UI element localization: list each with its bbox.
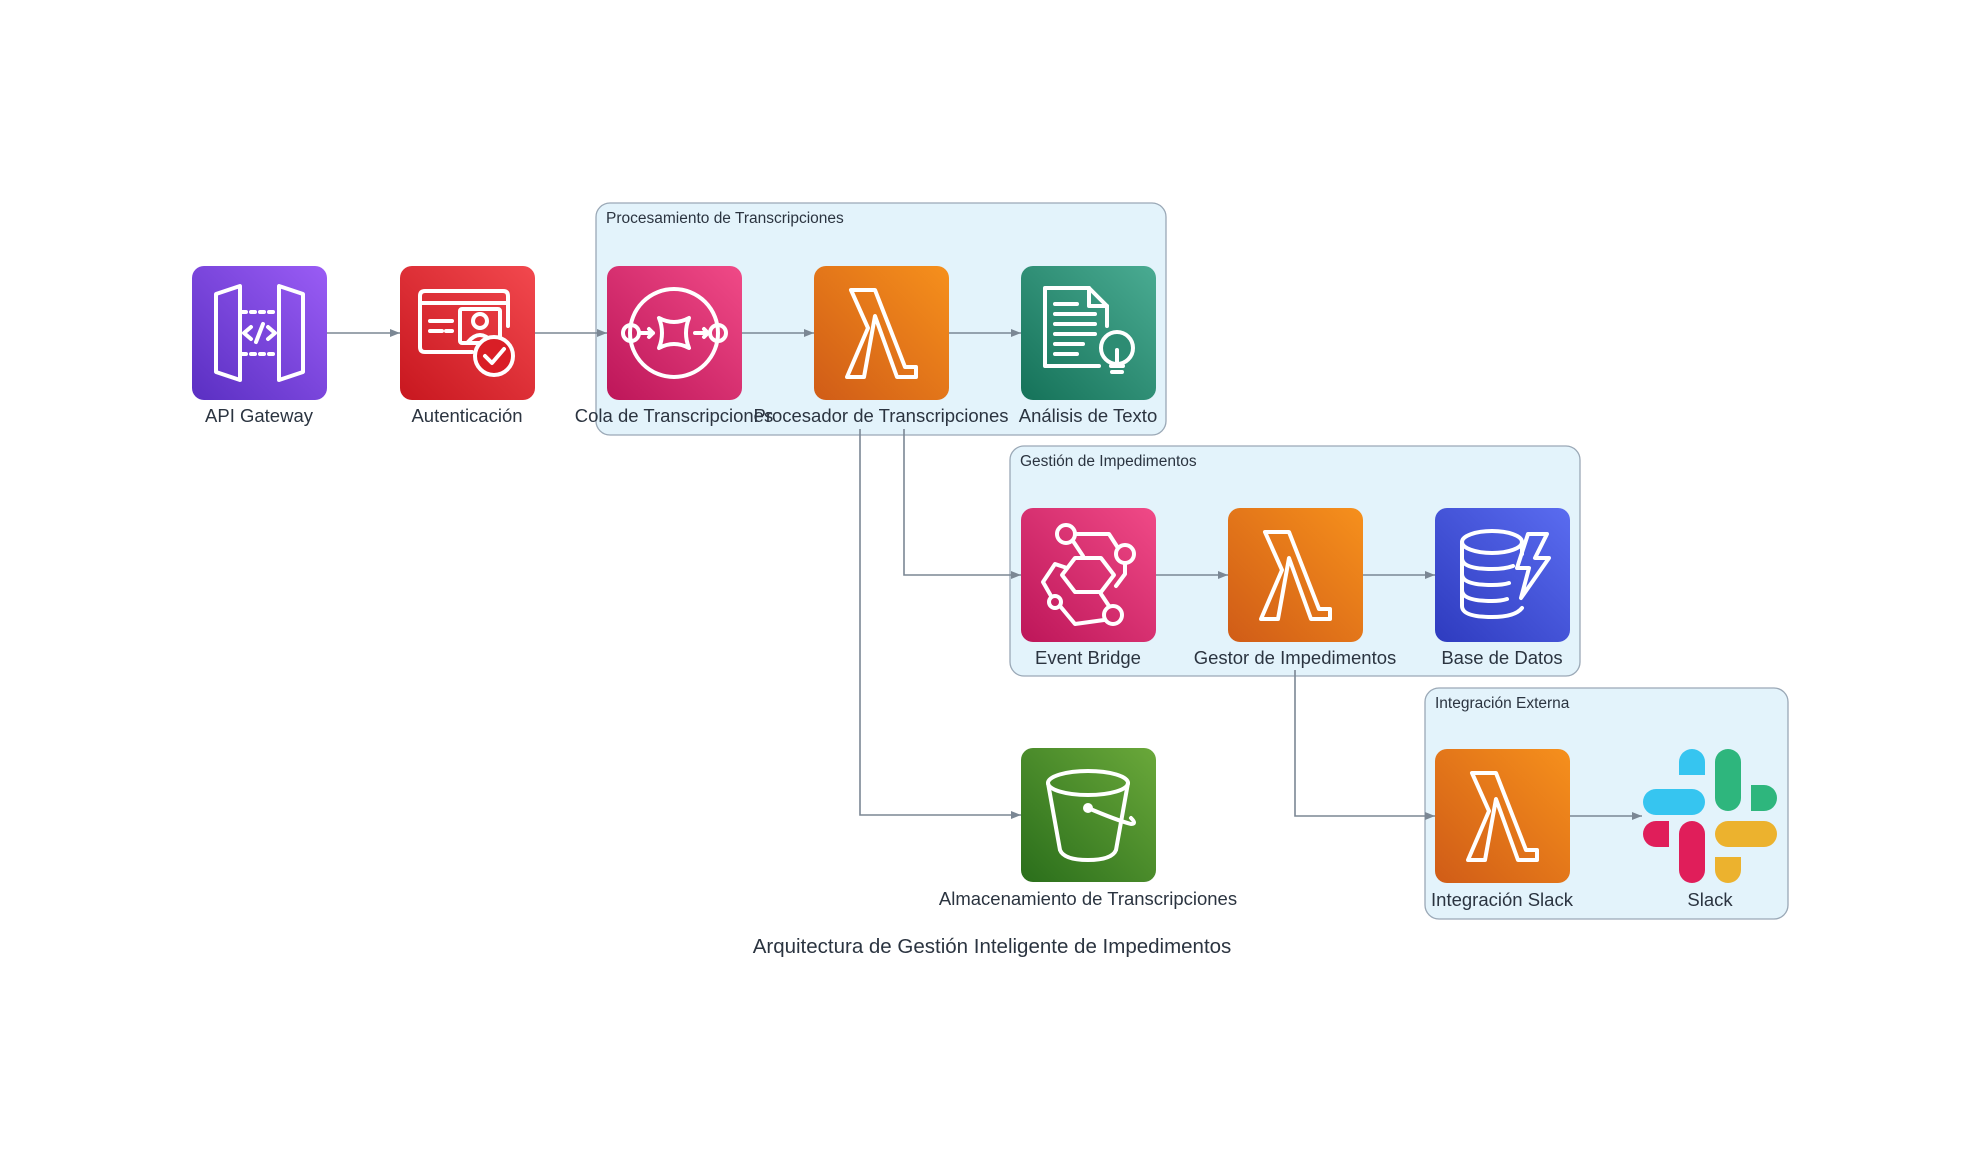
node-almacenamiento[interactable]: Almacenamiento de Transcripciones [939,748,1237,909]
edges [327,329,1642,820]
node-analisis-label: Análisis de Texto [1019,405,1158,426]
lambda-icon [814,266,949,400]
node-api-gateway[interactable]: API Gateway [192,266,327,426]
node-autenticacion-label: Autenticación [411,405,522,426]
node-gestor[interactable]: Gestor de Impedimentos [1194,508,1397,668]
slack-logo-icon [1643,749,1777,883]
s3-bucket-icon [1021,748,1156,882]
node-event-bridge[interactable]: Event Bridge [1021,508,1156,668]
node-integracion-slack[interactable]: Integración Slack [1431,749,1574,910]
node-api-gateway-label: API Gateway [205,405,314,426]
node-slack-label: Slack [1687,889,1733,910]
node-base-datos[interactable]: Base de Datos [1435,508,1570,668]
edge-gestor-to-integracionslack [1294,670,1435,820]
cognito-auth-icon [400,266,535,400]
dynamodb-icon [1435,508,1570,642]
api-gateway-icon [192,266,327,400]
node-cola[interactable]: Cola de Transcripciones [575,266,773,426]
node-integracion-slack-label: Integración Slack [1431,889,1574,910]
node-base-datos-label: Base de Datos [1441,647,1562,668]
node-autenticacion[interactable]: Autenticación [400,266,535,426]
node-almacenamiento-label: Almacenamiento de Transcripciones [939,888,1237,909]
diagram-title: Arquitectura de Gestión Inteligente de I… [753,935,1232,958]
comprehend-icon [1021,266,1156,400]
node-procesador-label: Procesador de Transcripciones [753,405,1008,426]
cluster-integracion-label: Integración Externa [1435,695,1570,712]
eventbridge-icon [1021,508,1156,642]
node-gestor-label: Gestor de Impedimentos [1194,647,1397,668]
cluster-gestion-label: Gestión de Impedimentos [1020,453,1197,470]
node-cola-label: Cola de Transcripciones [575,405,773,426]
node-slack[interactable]: Slack [1643,749,1777,910]
lambda-icon [1435,749,1570,883]
sqs-queue-icon [607,266,742,400]
node-procesador[interactable]: Procesador de Transcripciones [753,266,1009,426]
edge-procesador-to-almacenamiento [859,429,1021,819]
lambda-icon [1228,508,1363,642]
cluster-procesamiento-label: Procesamiento de Transcripciones [606,210,844,227]
edge-procesador-to-eventbridge [903,429,1021,579]
node-analisis[interactable]: Análisis de Texto [1019,266,1158,426]
node-event-bridge-label: Event Bridge [1035,647,1141,668]
